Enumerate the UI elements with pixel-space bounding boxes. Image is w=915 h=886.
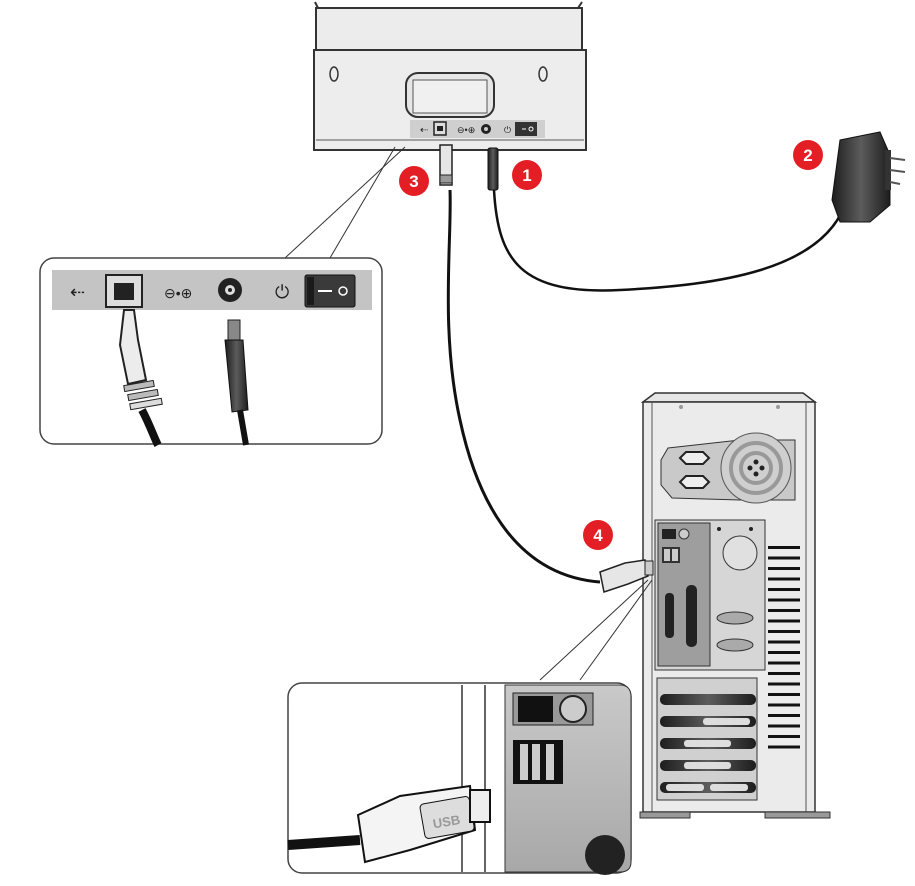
- tower-vent: [768, 619, 800, 623]
- tower-vent: [768, 682, 800, 686]
- step-badge-3: 3: [399, 166, 429, 196]
- tower-vent: [768, 640, 800, 644]
- step-badge-4: 4: [583, 520, 613, 550]
- svg-text:⊖•⊕: ⊖•⊕: [457, 125, 475, 135]
- svg-text:⏻: ⏻: [504, 125, 511, 135]
- svg-text:4: 4: [593, 526, 603, 545]
- tower-vent: [768, 661, 800, 665]
- tower-vent: [768, 567, 800, 570]
- computer-port-callout: USB: [287, 682, 632, 875]
- tower-vent: [768, 714, 800, 717]
- power-cable: [487, 147, 847, 292]
- tower-vent: [768, 577, 800, 581]
- computer-tower: [639, 392, 831, 819]
- scanner-hole-right: [538, 66, 548, 82]
- svg-text:3: 3: [409, 172, 418, 191]
- svg-text:⇠: ⇠: [420, 125, 428, 136]
- dc-polarity-icon: ⊖•⊕: [164, 285, 192, 301]
- step-badge-1: 1: [512, 160, 542, 190]
- tower-vent: [768, 703, 800, 707]
- power-adapter: [831, 131, 906, 223]
- tower-vent: [768, 724, 800, 728]
- svg-text:2: 2: [803, 146, 812, 165]
- scanner-port-callout: ⇠ ⊖•⊕ ⏻: [39, 257, 383, 448]
- scanner-hole-left: [329, 66, 339, 82]
- step-badge-2: 2: [793, 140, 823, 170]
- tower-vent: [768, 672, 800, 675]
- tower-vent: [768, 745, 800, 749]
- tower-vent: [768, 556, 800, 560]
- svg-text:1: 1: [522, 166, 531, 185]
- usb-plug-label: USB: [432, 812, 462, 832]
- tower-vent: [768, 630, 800, 633]
- usb-symbol-icon: ⇠: [70, 282, 85, 302]
- tower-vent: [768, 609, 800, 612]
- tower-vent: [768, 735, 800, 738]
- power-symbol-icon: ⏻: [275, 282, 289, 302]
- usb-a-plug-small: [599, 559, 654, 593]
- tower-vent: [768, 598, 800, 602]
- usb-cable: [439, 144, 601, 584]
- tower-vent: [768, 588, 800, 591]
- power-inlet-1: [678, 451, 711, 465]
- tower-vent: [768, 546, 800, 549]
- scanner: ⇠ ⊖•⊕ ⏻: [313, 1, 587, 151]
- tower-vent: [768, 651, 800, 654]
- io-shield: [657, 522, 711, 667]
- power-inlet-2: [678, 475, 711, 489]
- tower-vent: [768, 693, 800, 696]
